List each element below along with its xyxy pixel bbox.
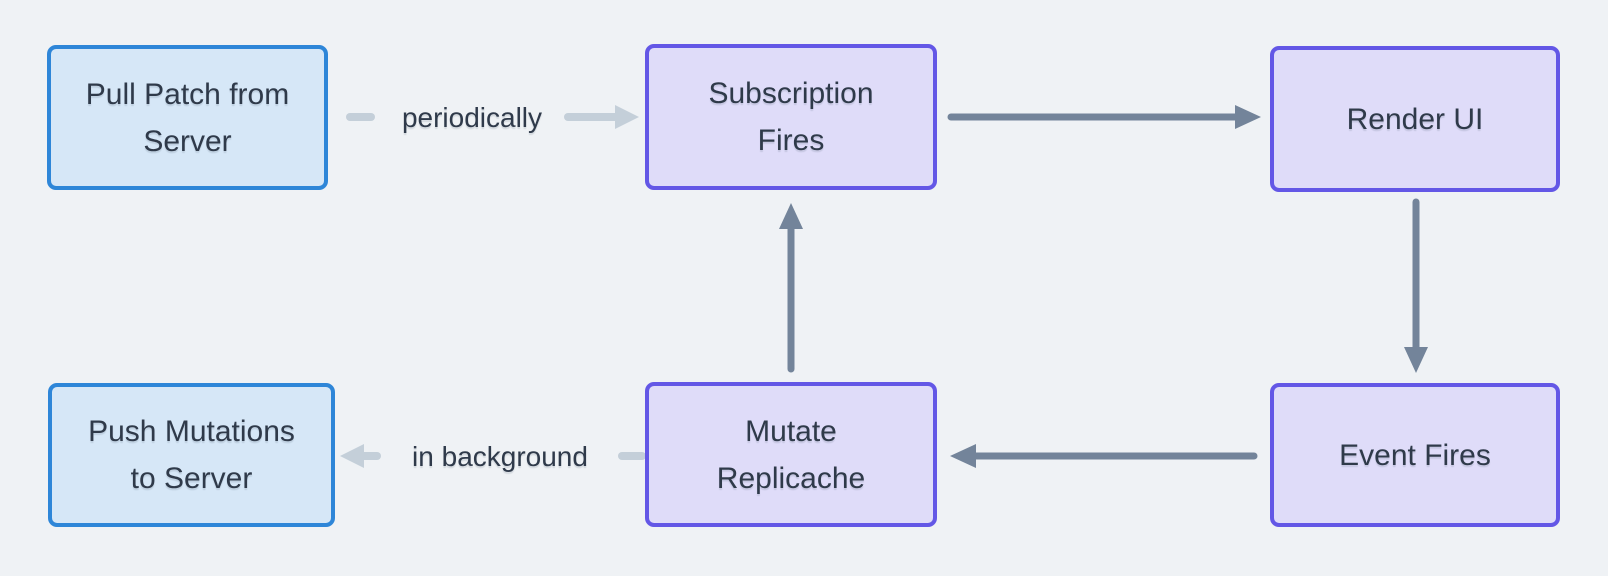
down-arrowhead-icon bbox=[1404, 347, 1428, 373]
node-render-ui: Render UI bbox=[1270, 46, 1560, 192]
node-label-line: Server bbox=[143, 124, 232, 158]
node-label-line: Render UI bbox=[1346, 102, 1484, 136]
left-arrowhead-icon bbox=[950, 444, 976, 468]
node-label-line: to Server bbox=[130, 462, 253, 495]
node-event-fires: Event Fires bbox=[1270, 383, 1560, 527]
node-label-line: Subscription bbox=[708, 77, 874, 110]
node-label-line: Pull Patch from bbox=[85, 77, 290, 111]
left-arrowhead-icon bbox=[340, 444, 364, 468]
up-arrowhead-icon bbox=[779, 203, 803, 229]
node-label-line: Event Fires bbox=[1339, 438, 1491, 472]
node-label-line: Fires bbox=[757, 124, 825, 157]
node-label-line: Push Mutations bbox=[88, 415, 295, 448]
node-push-mutations-to-server: Push Mutations to Server bbox=[48, 383, 335, 527]
node-pull-patch-from-server: Pull Patch from Server bbox=[47, 45, 328, 190]
node-label-line: Replicache bbox=[716, 461, 866, 495]
right-arrowhead-icon bbox=[615, 105, 639, 129]
right-arrowhead-icon bbox=[1235, 105, 1261, 129]
edge-label-periodically: periodically bbox=[401, 102, 543, 133]
node-mutate-replicache: Mutate Replicache bbox=[645, 382, 937, 527]
edge-label-in-background: in background bbox=[412, 441, 588, 472]
node-label-line: Mutate bbox=[745, 414, 837, 448]
node-subscription-fires: Subscription Fires bbox=[645, 44, 937, 190]
